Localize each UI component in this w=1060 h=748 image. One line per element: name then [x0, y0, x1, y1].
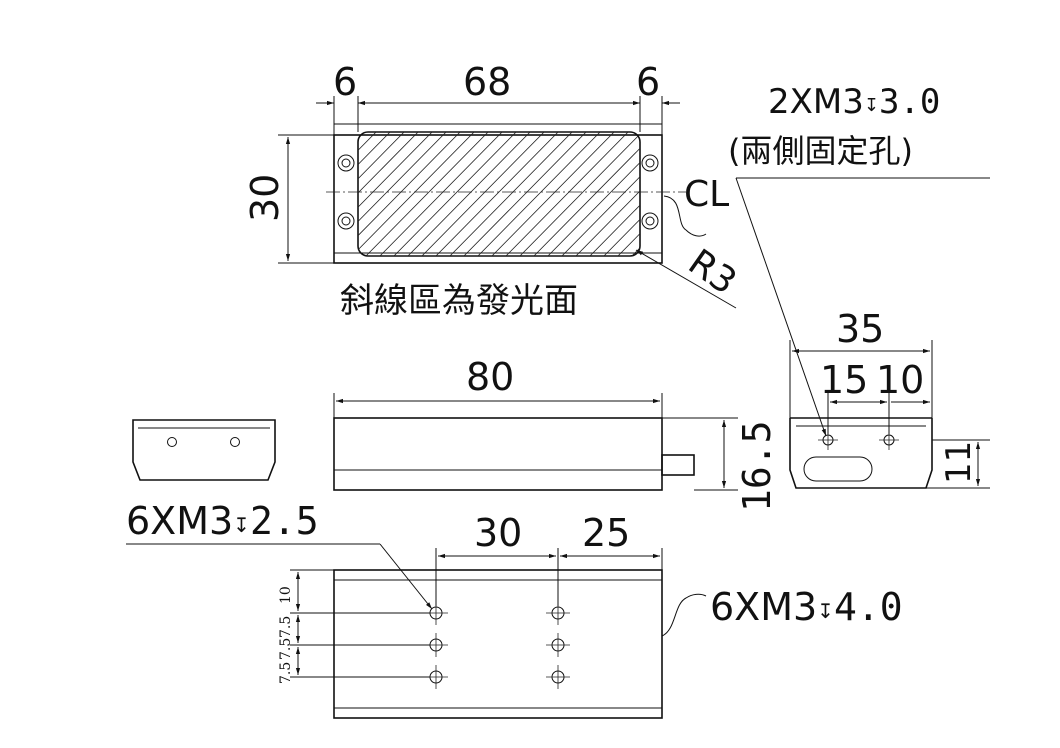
- dim-30-bottom: 30: [474, 511, 522, 555]
- dim-height-16-5: 16.5: [735, 420, 779, 512]
- hole-callout-6xm3-left: 6XM3↧2.5: [126, 499, 319, 543]
- dim-width-35: 35: [836, 307, 884, 351]
- left-end-view: [132, 419, 276, 481]
- emitting-area: [357, 131, 641, 257]
- emitting-surface-note: 斜線區為發光面: [340, 281, 578, 321]
- radius-label: R3: [681, 242, 744, 303]
- dim-left-6: 6: [333, 60, 357, 104]
- dim-height-30: 30: [243, 174, 287, 222]
- bottom-holes: [424, 601, 570, 689]
- dim-25-bottom: 25: [582, 511, 630, 555]
- right-end-view: 35 15 10 11 2XM3↧3.0 (兩側固定孔): [728, 82, 990, 489]
- dim-length-80: 80: [466, 355, 514, 399]
- hole-callout-2xm3: 2XM3↧3.0: [768, 82, 940, 122]
- hole-callout-6xm3-right: 6XM3↧4.0: [710, 585, 903, 629]
- dim-10-side: 10: [876, 358, 924, 402]
- dim-7-5-b: 7.5: [278, 638, 294, 660]
- dim-10-vertical: 10: [278, 586, 294, 604]
- dim-right-6: 6: [636, 60, 660, 104]
- dim-7-5-a: 7.5: [278, 616, 294, 638]
- dim-15: 15: [820, 358, 868, 402]
- front-view: 80 16.5: [333, 355, 779, 512]
- centerline-label: CL: [684, 174, 729, 215]
- hole-callout-note: (兩側固定孔): [728, 132, 913, 170]
- bottom-view: 30 25 10 7.5 7.5 7.5 6XM3↧2.5 6XM3↧4.0: [126, 499, 903, 719]
- dim-middle-68: 68: [463, 60, 511, 104]
- dim-7-5-c: 7.5: [278, 662, 294, 684]
- mount-screws: [337, 154, 659, 230]
- top-view-outline: [333, 134, 663, 264]
- dim-11: 11: [939, 441, 979, 484]
